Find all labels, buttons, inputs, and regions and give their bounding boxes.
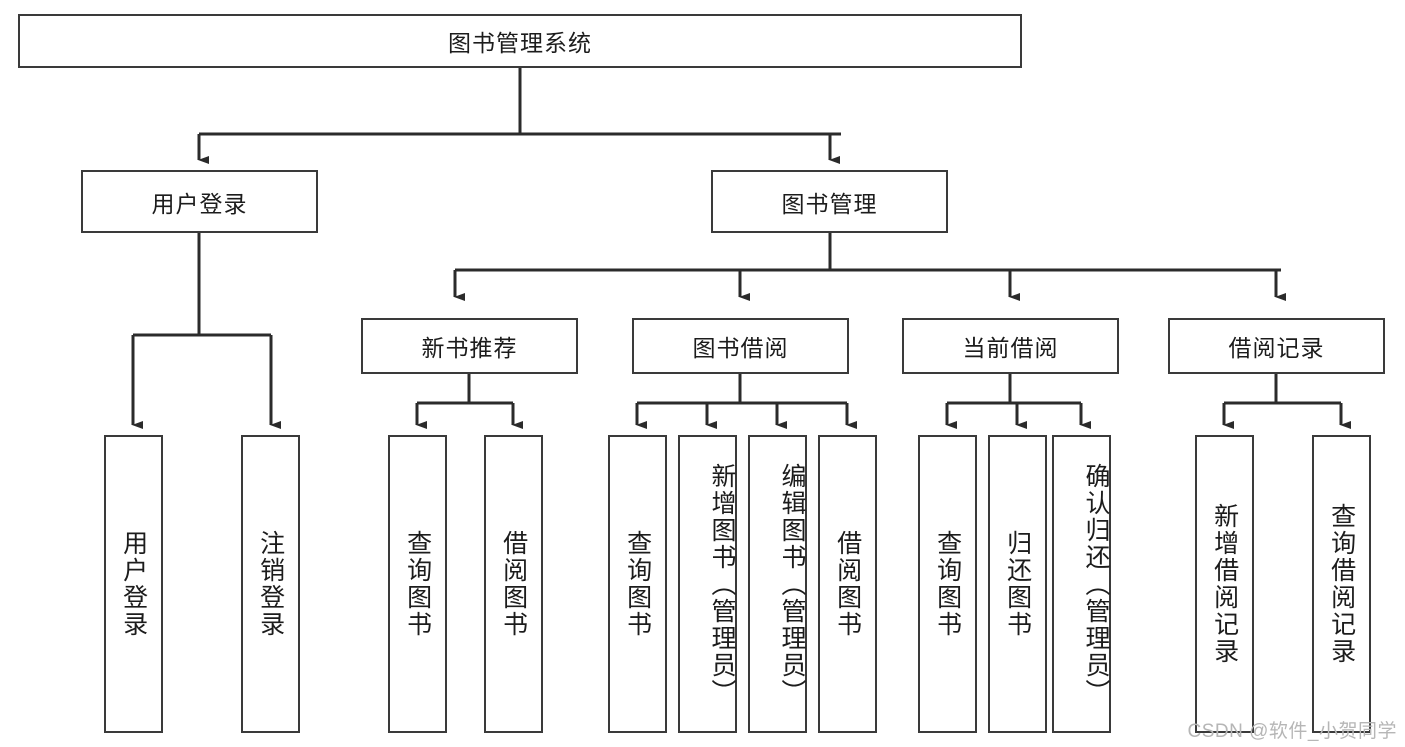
node-leaf-query-record-label: 查询借阅记录	[1327, 503, 1356, 665]
node-leaf-edit-book-label: 编辑图书（管理员）	[778, 462, 806, 706]
node-leaf-add-book-label: 新增图书（管理员）	[708, 462, 736, 706]
node-leaf-borrow-book-1[interactable]: 借阅图书	[484, 435, 543, 733]
node-root[interactable]: 图书管理系统	[18, 14, 1022, 68]
node-leaf-query-book-1[interactable]: 查询图书	[388, 435, 447, 733]
node-current-borrow-label: 当前借阅	[962, 335, 1059, 361]
node-leaf-query-book-1-label: 查询图书	[403, 530, 432, 638]
node-book-manage[interactable]: 图书管理	[711, 170, 948, 233]
node-borrow-record[interactable]: 借阅记录	[1168, 318, 1385, 374]
node-user-login-label: 用户登录	[151, 190, 248, 217]
node-book-manage-label: 图书管理	[781, 190, 878, 217]
node-leaf-user-login-label: 用户登录	[119, 530, 148, 638]
node-leaf-return-book[interactable]: 归还图书	[988, 435, 1047, 733]
node-book-borrow-label: 图书借阅	[692, 335, 789, 361]
node-new-book-rec[interactable]: 新书推荐	[361, 318, 578, 374]
node-leaf-return-book-label: 归还图书	[1003, 530, 1032, 638]
node-user-login[interactable]: 用户登录	[81, 170, 318, 233]
node-leaf-user-logout[interactable]: 注销登录	[241, 435, 300, 733]
node-leaf-query-book-2-label: 查询图书	[623, 530, 652, 638]
csdn-watermark: CSDN @软件_小贺同学	[1187, 721, 1397, 742]
node-leaf-query-book-2[interactable]: 查询图书	[608, 435, 667, 733]
node-leaf-borrow-book-1-label: 借阅图书	[499, 530, 528, 638]
node-leaf-edit-book[interactable]: 编辑图书（管理员）	[748, 435, 807, 733]
node-leaf-query-book-3-label: 查询图书	[933, 530, 962, 638]
node-leaf-confirm-return-label: 确认归还（管理员）	[1082, 462, 1110, 706]
node-current-borrow[interactable]: 当前借阅	[902, 318, 1119, 374]
node-leaf-user-login[interactable]: 用户登录	[104, 435, 163, 733]
node-leaf-borrow-book-2[interactable]: 借阅图书	[818, 435, 877, 733]
node-leaf-borrow-book-2-label: 借阅图书	[833, 530, 862, 638]
node-leaf-add-record-label: 新增借阅记录	[1210, 503, 1239, 665]
node-book-borrow[interactable]: 图书借阅	[632, 318, 849, 374]
node-root-label: 图书管理系统	[448, 30, 592, 56]
node-borrow-record-label: 借阅记录	[1228, 335, 1325, 361]
node-leaf-query-book-3[interactable]: 查询图书	[918, 435, 977, 733]
node-leaf-add-book[interactable]: 新增图书（管理员）	[678, 435, 737, 733]
node-leaf-add-record[interactable]: 新增借阅记录	[1195, 435, 1254, 733]
node-leaf-user-logout-label: 注销登录	[256, 530, 285, 638]
node-new-book-rec-label: 新书推荐	[421, 335, 518, 361]
node-leaf-query-record[interactable]: 查询借阅记录	[1312, 435, 1371, 733]
node-leaf-confirm-return[interactable]: 确认归还（管理员）	[1052, 435, 1111, 733]
